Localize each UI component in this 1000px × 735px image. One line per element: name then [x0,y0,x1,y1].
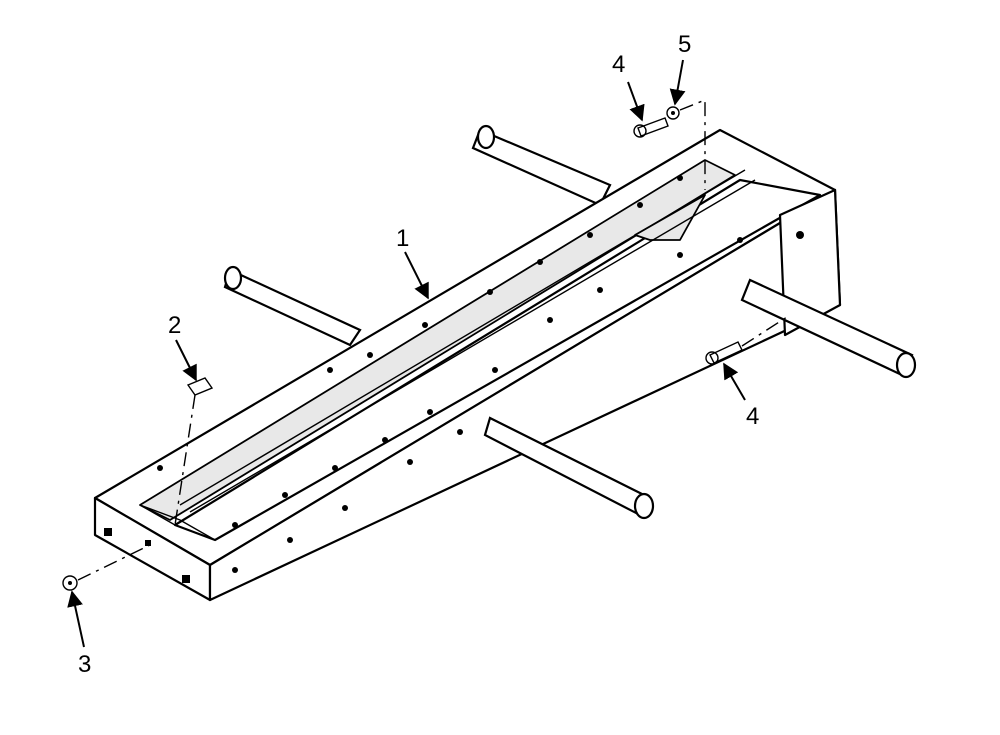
bolt-4-right [705,314,791,365]
callout-label-4-top: 4 [612,51,625,78]
rod-rear-lower [223,265,362,347]
bolt-4-top [633,117,669,138]
callout-4-right: 4 [723,362,759,430]
bolt-2 [174,377,214,526]
callout-label-1: 1 [396,225,409,252]
callout-3: 3 [67,590,91,678]
callout-label-4-right: 4 [746,403,759,430]
callout-5: 5 [669,31,691,106]
callout-1: 1 [396,225,429,300]
main-frame [93,128,842,602]
mounting-holes [104,175,804,583]
rod-front-right [740,278,917,379]
callout-label-2: 2 [168,312,181,339]
callout-label-5: 5 [678,31,691,58]
callout-2: 2 [168,312,197,382]
callout-4-top: 4 [612,51,645,122]
washer-5 [666,98,706,190]
rod-rear-upper [471,124,612,207]
nut-3 [62,544,151,591]
rod-front-lower [483,416,655,520]
callout-label-3: 3 [78,651,91,678]
